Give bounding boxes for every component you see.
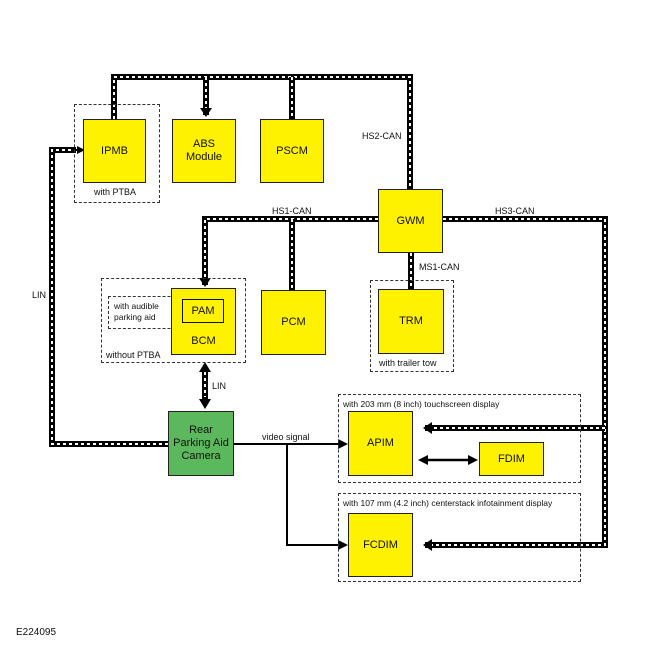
trailer-tow-group [370,280,454,372]
video-signal-lines [234,439,348,550]
trailer-tow-label: with trailer tow [379,358,437,368]
pscm-module[interactable]: PSCM [260,119,324,183]
touchscreen-group [338,394,581,483]
hs3-can-label: HS3-CAN [495,206,535,216]
pscm-label: PSCM [276,144,308,157]
apim-fdim-link [418,455,478,465]
pam-module[interactable]: PAM [182,299,224,323]
trm-label: TRM [399,315,423,327]
apim-module[interactable]: APIM [348,411,413,476]
fcdim-label: FCDIM [363,538,398,551]
ptba-group [74,104,160,203]
hs2-can-label: HS2-CAN [362,131,402,141]
rear-camera-label: Rear Parking Aid Camera [173,424,229,462]
gwm-label: GWM [396,214,425,227]
lin-bcm-bus [199,362,211,409]
touchscreen-label: with 203 mm (8 inch) touchscreen display [343,399,500,409]
hs1-can-bus [199,216,378,290]
gwm-module[interactable]: GWM [378,189,443,253]
rear-camera-module[interactable]: Rear Parking Aid Camera [168,411,234,476]
lin-left-bus [49,146,168,447]
apim-label: APIM [367,437,394,449]
pam-label: PAM [191,305,215,317]
ipmb-label: IPMB [101,144,128,157]
hs3-can-bus [423,216,608,551]
bcm-group [101,278,246,363]
hs1-can-label: HS1-CAN [272,206,312,216]
abs-label: ABS Module [185,138,223,163]
without-ptba-label: without PTBA [106,350,161,360]
lin-left-label: LIN [32,290,47,300]
centerstack-label: with 107 mm (4.2 inch) centerstack infot… [343,498,553,508]
lin-bcm-label: LIN [212,381,227,391]
abs-module[interactable]: ABS Module [172,119,236,183]
figure-id: E224095 [16,627,57,638]
hs2-can-bus [111,74,413,190]
bcm-label: BCM [191,335,216,347]
fdim-module[interactable]: FDIM [479,442,544,476]
pcm-module[interactable]: PCM [261,290,326,355]
ms1-can-label: MS1-CAN [419,262,460,272]
fdim-label: FDIM [498,452,525,465]
video-signal-label: video signal [262,432,310,442]
pcm-label: PCM [281,316,306,328]
trm-module[interactable]: TRM [378,289,444,354]
ipmb-module[interactable]: IPMB [83,119,146,183]
with-ptba-label: with PTBA [94,187,137,197]
centerstack-group [338,493,581,582]
audible-parking-aid-label: with audible parking aid [114,301,159,322]
fcdim-module[interactable]: FCDIM [348,513,413,577]
